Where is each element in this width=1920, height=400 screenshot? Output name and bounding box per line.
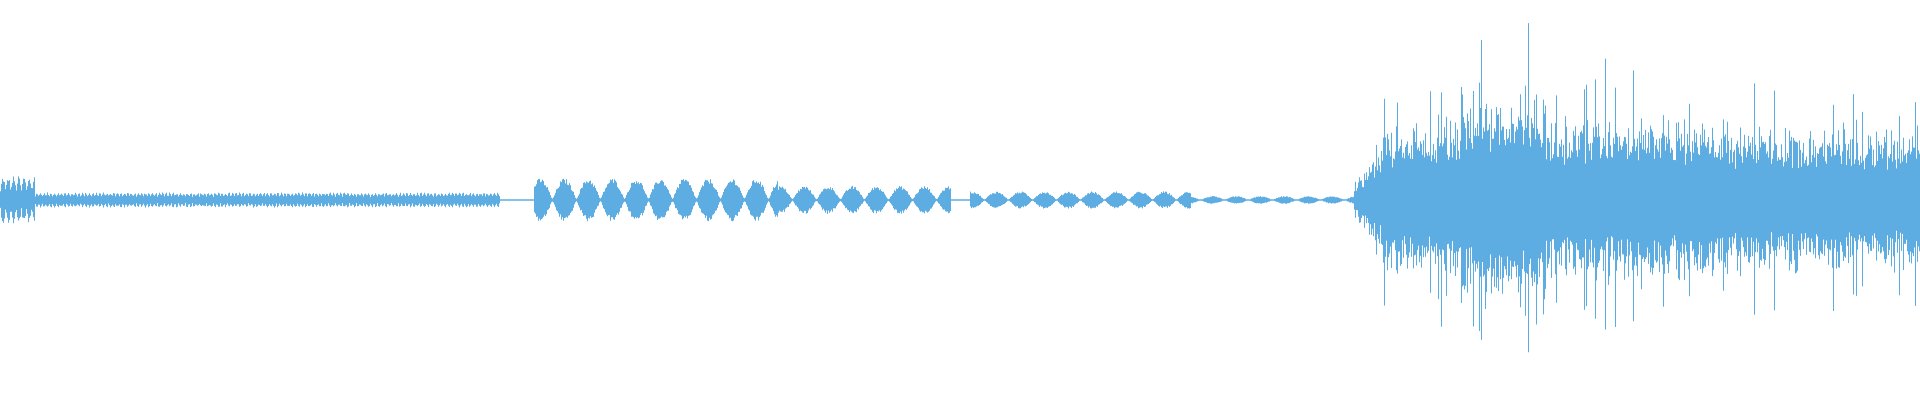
waveform-path: [0, 23, 1920, 353]
